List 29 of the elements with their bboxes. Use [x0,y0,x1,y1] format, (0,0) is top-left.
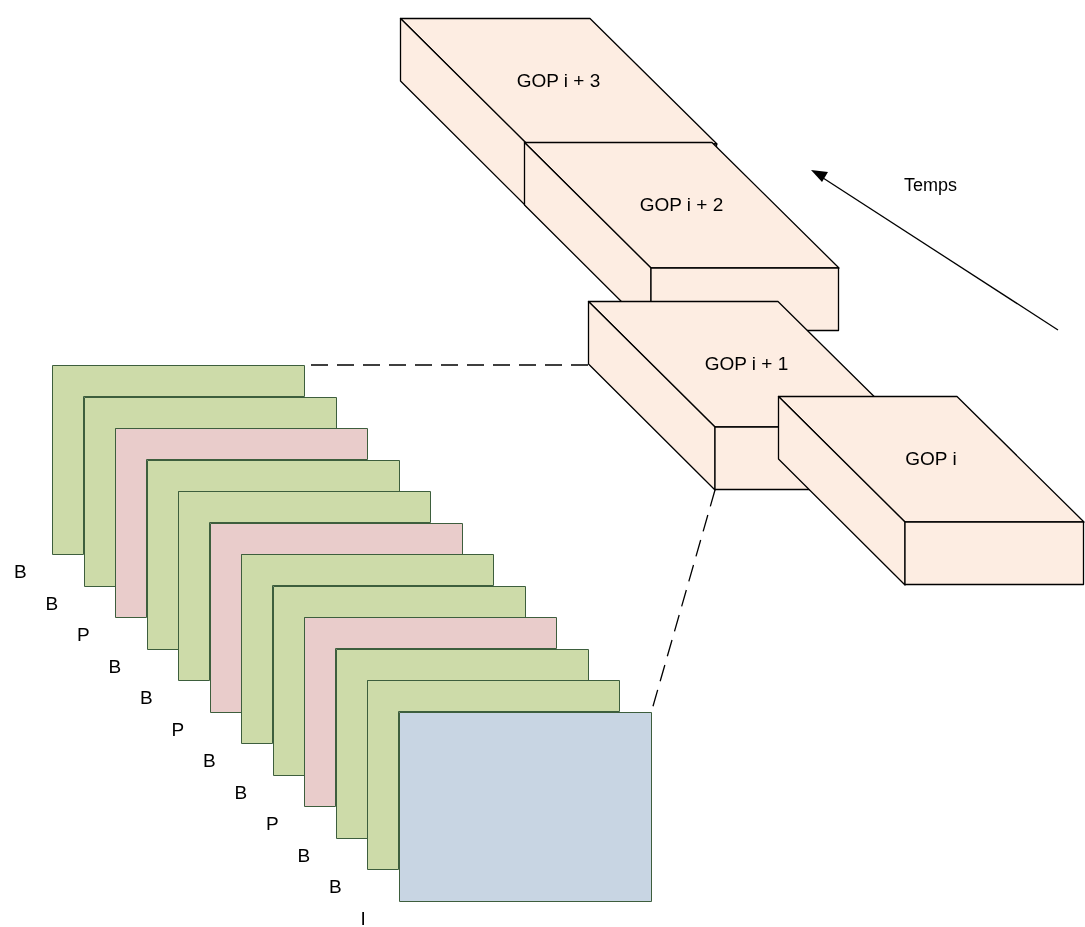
frame-type-label: B [234,783,248,802]
frame-type-label: B [203,752,216,770]
frame-type-label: P [77,626,90,644]
frame-type-label: I [360,909,366,927]
frame-type-label: P [171,720,185,739]
video-frame [83,396,337,587]
video-frame [209,522,463,713]
video-frame [272,585,526,776]
frame-type-label: B [140,689,153,707]
frame-type-label: B [297,846,311,865]
gop-label: GOP i + 1 [704,353,789,375]
video-frame [52,365,305,555]
video-frame [367,680,620,870]
frame-type-label: B [14,563,27,581]
video-frame [115,428,368,618]
frame-type-label: B [329,878,342,896]
gop-label: GOP i + 3 [516,70,601,92]
gop-label: GOP i + 2 [639,194,724,216]
video-frame [398,711,652,902]
video-frame [335,648,589,839]
time-label: Temps [904,175,957,195]
gop-label: GOP i [905,448,957,470]
frame-type-label: B [45,594,59,613]
video-frame [304,617,557,807]
frame-type-label: B [108,657,122,676]
video-frame [178,491,431,681]
frame-type-label: P [266,815,279,833]
video-frame [146,459,400,650]
video-frame [241,554,494,744]
